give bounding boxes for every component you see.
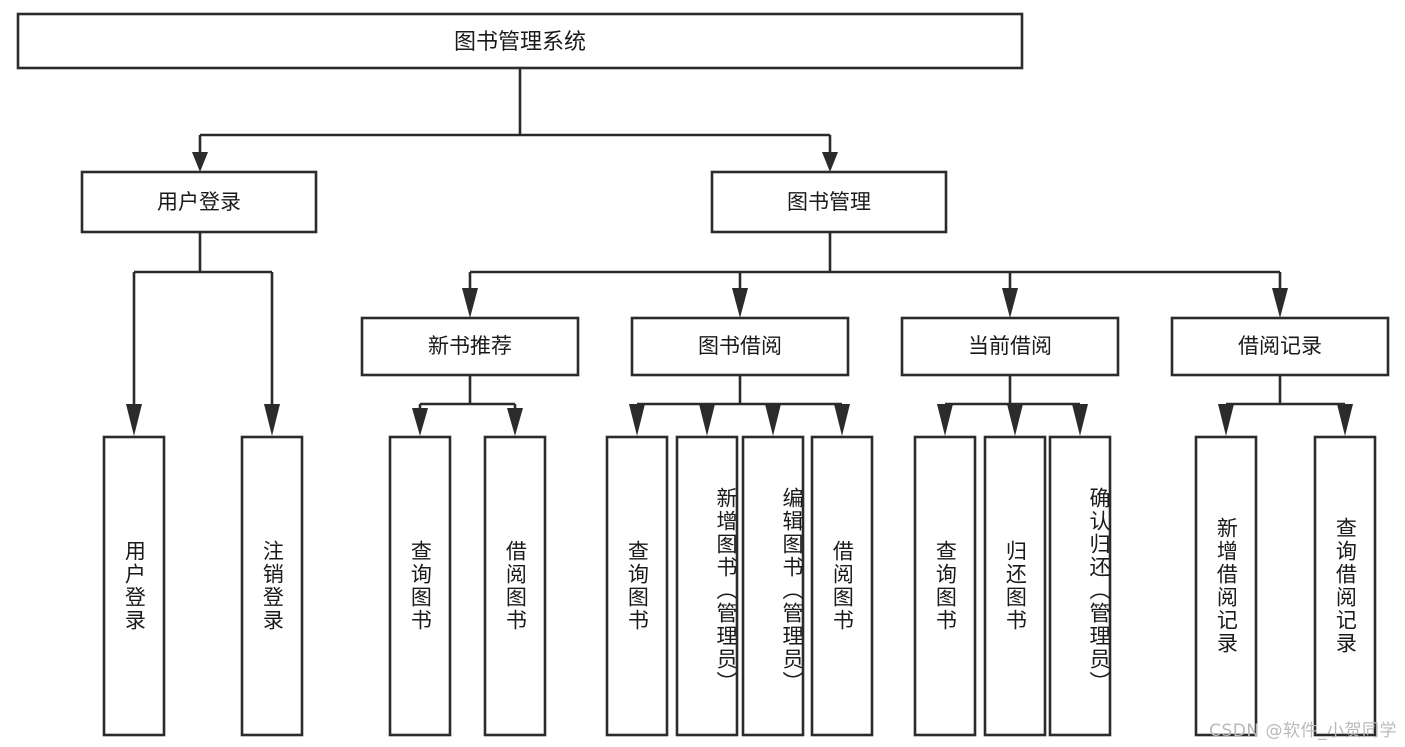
arrow-leaf-query-record [1337,404,1353,436]
node-current-borrow-box[interactable] [900,316,1120,377]
leaf-add-record-box[interactable] [1194,435,1258,737]
node-current-borrow[interactable]: 当前借阅 [900,316,1120,377]
leaf-box-layer [102,435,1377,737]
connector-layer [126,68,1353,436]
arrow-to-book-manage [822,152,838,172]
node-book-borrow[interactable]: 图书借阅 [630,316,850,377]
node-root[interactable]: 图书管理系统 [16,12,1024,70]
arrow-to-current-borrow [1002,288,1018,318]
arrow-leaf-borrow-book-2 [834,404,850,436]
arrow-leaf-edit-book [765,404,781,436]
node-current-borrow-label: 当前借阅 [968,334,1052,358]
node-book-manage-label: 图书管理 [787,190,871,214]
arrow-leaf-query-book-2 [629,404,645,436]
node-new-book-recommend-label: 新书推荐 [428,334,512,358]
leaf-add-book-box[interactable] [675,435,739,737]
arrow-leaf-user-login [126,404,142,436]
arrow-to-new-book [462,288,478,318]
leaf-return-book-box[interactable] [983,435,1047,737]
arrow-leaf-query-book-1 [412,408,428,436]
node-book-manage-box[interactable] [710,170,948,234]
node-borrow-record-box[interactable] [1170,316,1390,377]
arrow-to-borrow-record [1272,288,1288,318]
arrow-leaf-add-record [1218,404,1234,436]
leaf-borrow-book-1-box[interactable] [483,435,547,737]
node-book-borrow-label: 图书借阅 [698,334,782,358]
node-user-login-box[interactable] [80,170,318,234]
arrow-leaf-confirm-return [1072,404,1088,436]
node-new-book-recommend-box[interactable] [360,316,580,377]
leaf-user-login-box[interactable] [102,435,166,737]
leaf-query-record-box[interactable] [1313,435,1377,737]
leaf-query-book-2-box[interactable] [605,435,669,737]
node-root-box[interactable] [16,12,1024,70]
node-user-login[interactable]: 用户登录 [80,170,318,234]
leaf-confirm-return-box[interactable] [1048,435,1112,737]
node-book-borrow-box[interactable] [630,316,850,377]
node-borrow-record[interactable]: 借阅记录 [1170,316,1390,377]
node-new-book-recommend[interactable]: 新书推荐 [360,316,580,377]
node-book-manage[interactable]: 图书管理 [710,170,948,234]
arrow-leaf-add-book [699,404,715,436]
node-borrow-record-label: 借阅记录 [1238,334,1322,358]
arrow-leaf-logout [264,404,280,436]
leaf-logout-box[interactable] [240,435,304,737]
leaf-borrow-book-2-box[interactable] [810,435,874,737]
arrow-leaf-borrow-book-1 [507,408,523,436]
arrow-leaf-query-book-3 [937,404,953,436]
arrow-to-book-borrow [732,288,748,318]
node-user-login-label: 用户登录 [157,190,241,214]
arrow-to-user-login [192,152,208,172]
leaf-query-book-3-box[interactable] [913,435,977,737]
leaf-query-book-1-box[interactable] [388,435,452,737]
arrow-leaf-return-book [1007,404,1023,436]
node-root-label: 图书管理系统 [454,30,586,55]
leaf-edit-book-box[interactable] [741,435,805,737]
